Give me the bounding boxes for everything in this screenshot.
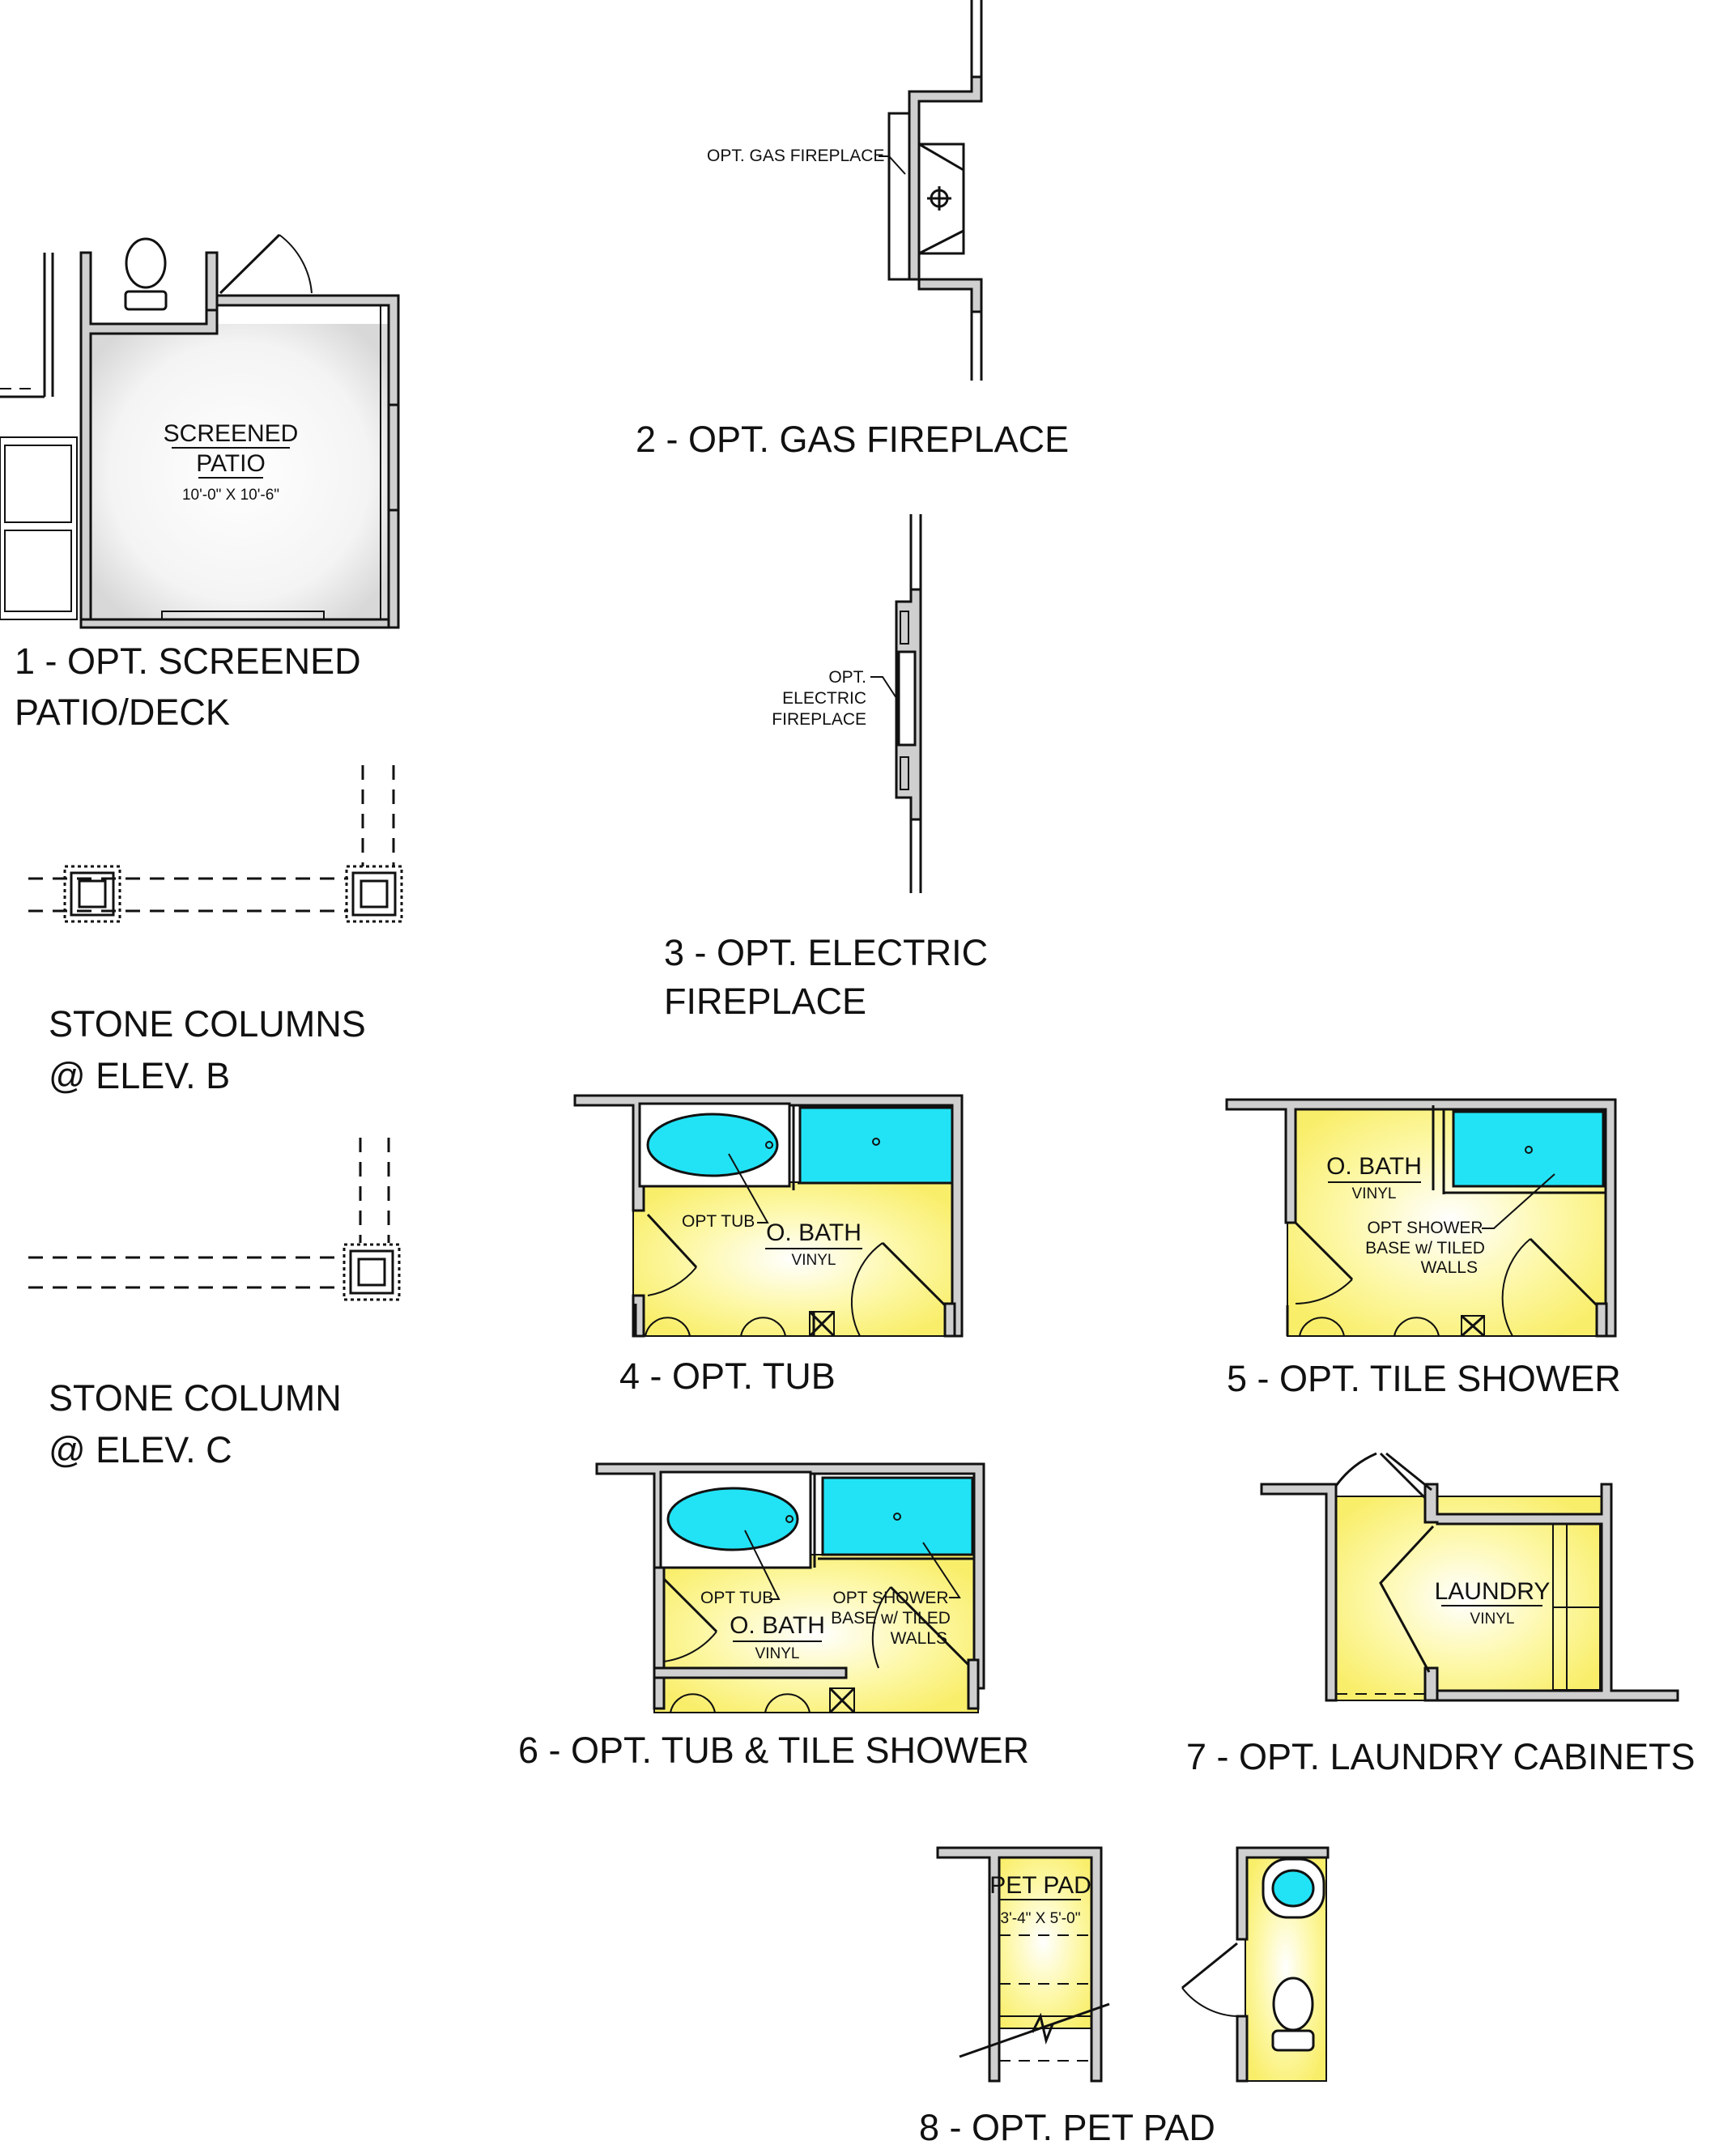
screened-patio-label-2: PATIO: [196, 450, 266, 477]
option-3-electric-fireplace: OPT. ELECTRIC FIREPLACE 3 - OPT. ELECTRI…: [664, 514, 988, 1022]
pet-pad-dims: 3'-4" X 5'-0": [1001, 1910, 1081, 1927]
electric-fireplace-note-2: ELECTRIC: [782, 689, 866, 708]
laundry-room-finish: VINYL: [1470, 1611, 1515, 1628]
stone-columns-b-caption: STONE COLUMNS: [49, 1003, 366, 1045]
option-1-caption: 1 - OPT. SCREENED: [15, 640, 361, 682]
option-2-gas-fireplace: OPT. GAS FIREPLACE 2 - OPT. GAS FIREPLAC…: [636, 0, 1069, 460]
electric-fireplace-note-1: OPT.: [828, 668, 866, 687]
screened-patio-dims: 10'-0" X 10'-6": [182, 487, 279, 504]
option-6-room-finish: VINYL: [755, 1645, 800, 1662]
option-1-caption-2: PATIO/DECK: [15, 692, 230, 733]
option-4-room-label: O. BATH: [766, 1219, 862, 1246]
opt-tub-note: OPT TUB: [682, 1212, 755, 1231]
option-6-note-3: WALLS: [891, 1629, 947, 1648]
option-3-caption: 3 - OPT. ELECTRIC: [664, 932, 988, 973]
option-6-room-label: O. BATH: [730, 1612, 825, 1639]
option-6-tub-note: OPT TUB: [700, 1589, 773, 1607]
pet-pad-label: PET PAD: [989, 1872, 1091, 1899]
screened-patio-label: SCREENED: [164, 420, 299, 447]
option-3-caption-2: FIREPLACE: [664, 981, 866, 1022]
stone-column-c-caption-2: @ ELEV. C: [49, 1429, 232, 1470]
option-5-room-label: O. BATH: [1326, 1153, 1422, 1180]
option-2-caption: 2 - OPT. GAS FIREPLACE: [636, 419, 1069, 460]
option-5-note-2: BASE w/ TILED: [1365, 1239, 1485, 1257]
option-4-caption: 4 - OPT. TUB: [619, 1355, 836, 1397]
option-5-note-1: OPT SHOWER: [1367, 1219, 1483, 1237]
stone-columns-elev-b: STONE COLUMNS @ ELEV. B: [28, 765, 403, 1096]
option-6-caption: 6 - OPT. TUB & TILE SHOWER: [518, 1730, 1029, 1771]
stone-column-elev-c: STONE COLUMN @ ELEV. C: [28, 1138, 401, 1470]
option-8-pet-pad: PET PAD 3'-4" X 5'-0" 8 - OPT. PET PAD: [919, 1846, 1330, 2148]
stone-column-c-caption: STONE COLUMN: [49, 1377, 342, 1419]
option-4-opt-tub: OPT TUB O. BATH VINYL 4 - OPT. TUB: [573, 1094, 964, 1397]
option-6-note-2: BASE w/ TILED: [831, 1609, 951, 1628]
option-4-room-finish: VINYL: [792, 1252, 836, 1269]
option-6-opt-tub-tile-shower: OPT TUB O. BATH VINYL OPT SHOWER BASE w/…: [518, 1462, 1029, 1771]
gas-fireplace-note: OPT. GAS FIREPLACE: [707, 147, 884, 165]
laundry-room-label: LAUNDRY: [1435, 1578, 1551, 1605]
option-7-caption: 7 - OPT. LAUNDRY CABINETS: [1186, 1736, 1696, 1777]
option-1-screened-patio: SCREENED PATIO 10'-0" X 10'-6" 1 - OPT. …: [0, 233, 400, 733]
electric-fireplace-note-3: FIREPLACE: [772, 710, 866, 729]
option-8-caption: 8 - OPT. PET PAD: [919, 2107, 1215, 2148]
option-6-note-1: OPT SHOWER: [832, 1589, 948, 1607]
option-5-note-3: WALLS: [1421, 1258, 1478, 1277]
option-5-opt-tile-shower: O. BATH VINYL OPT SHOWER BASE w/ TILED W…: [1225, 1098, 1621, 1399]
option-5-caption: 5 - OPT. TILE SHOWER: [1227, 1358, 1621, 1399]
option-7-laundry-cabinets: LAUNDRY VINYL 7 - OPT. LAUNDRY CABINETS: [1186, 1452, 1696, 1777]
stone-columns-b-caption-2: @ ELEV. B: [49, 1055, 230, 1096]
option-5-room-finish: VINYL: [1352, 1185, 1397, 1202]
